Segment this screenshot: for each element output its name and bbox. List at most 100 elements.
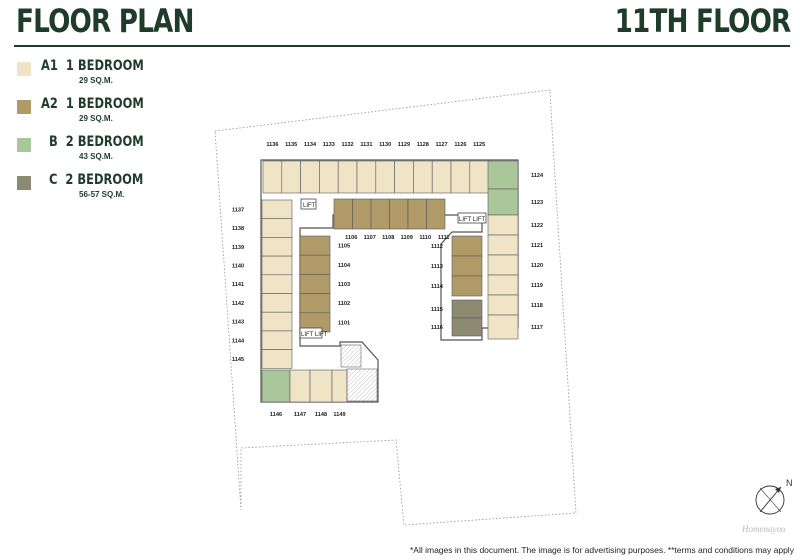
unit-block: [337, 160, 358, 194]
unit-number: 1147: [294, 412, 306, 418]
unit-number: 1146: [270, 412, 282, 418]
lift-core-bottom: [299, 327, 323, 339]
watermark-logo: Homenayoo: [742, 524, 786, 534]
unit-block: [375, 160, 395, 194]
unit-number: 1136: [266, 142, 278, 148]
legend-code: A1: [41, 58, 58, 74]
unit-number: 1101: [338, 320, 350, 326]
unit-number: 1104: [338, 263, 351, 269]
unit-block: [413, 160, 433, 194]
unit-block: [451, 299, 483, 319]
unit-number: 1141: [232, 282, 244, 288]
footer-disclaimer: *All images in this document. The image …: [410, 545, 794, 555]
unit-block: [299, 274, 331, 294]
unit-block: [487, 160, 519, 190]
unit-number: 1120: [531, 263, 543, 269]
lift-label-pair-bottom: LIFT LIFT: [301, 332, 328, 338]
unit-block: [299, 235, 331, 256]
unit-block: [261, 237, 293, 257]
legend-code: A2: [41, 96, 58, 112]
legend-item-a2: A2 1 BEDROOM 29 SQ.M.: [17, 96, 187, 134]
legend-swatch-b: [17, 138, 31, 152]
unit-block: [333, 198, 353, 230]
unit-block: [309, 369, 333, 403]
stair-core-bottom: [346, 368, 378, 402]
unit-number: 1111: [438, 235, 450, 241]
unit-block: [469, 160, 489, 194]
unit-block: [261, 218, 293, 238]
lift-core-left: [300, 198, 317, 210]
stair-core: [340, 344, 362, 368]
unit-block: [487, 214, 519, 236]
unit-block: [487, 234, 519, 256]
unit-number: 1114: [431, 284, 444, 290]
unit-number: 1126: [454, 142, 466, 148]
legend-code: B: [48, 134, 58, 150]
unit-number: 1130: [379, 142, 391, 148]
legend-type: 2 BEDROOM: [65, 134, 144, 150]
unit-block: [451, 255, 483, 277]
unit-number: 1113: [431, 264, 443, 270]
unit-block: [487, 294, 519, 316]
unit-number: 1108: [382, 235, 394, 241]
unit-block: [299, 293, 331, 314]
legend-code: C: [48, 172, 58, 188]
legend-swatch-a2: [17, 100, 31, 114]
unit-block: [487, 314, 519, 340]
unit-block: [407, 198, 427, 230]
unit-block: [289, 369, 311, 403]
legend-swatch-a1: [17, 62, 31, 76]
unit-number: 1121: [531, 243, 543, 249]
unit-number: 1142: [232, 301, 244, 307]
unit-number: 1135: [285, 142, 297, 148]
floor-title: 11TH FLOOR: [614, 2, 791, 40]
unit-number: 1149: [333, 412, 345, 418]
page-title: FLOOR PLAN: [16, 2, 195, 40]
unit-block: [487, 188, 519, 216]
unit-number: 1123: [531, 200, 543, 206]
legend: A1 1 BEDROOM 29 SQ.M. A2 1 BEDROOM 29 SQ…: [17, 58, 187, 210]
legend-size: 29 SQ.M.: [79, 76, 113, 85]
unit-block: [261, 199, 293, 220]
unit-number: 1139: [232, 245, 244, 251]
legend-item-b: B 2 BEDROOM 43 SQ.M.: [17, 134, 187, 172]
unit-block: [319, 160, 339, 194]
unit-blocks: [261, 160, 519, 403]
lift-label: LIFT: [303, 203, 316, 209]
unit-block: [487, 274, 519, 296]
unit-number: 1118: [531, 303, 543, 309]
unit-number: 1134: [304, 142, 317, 148]
legend-size: 43 SQ.M.: [79, 152, 113, 161]
unit-block: [261, 369, 291, 403]
unit-number: 1119: [531, 283, 543, 289]
lift-core-right: [457, 212, 487, 224]
unit-block: [262, 160, 283, 194]
unit-number: 1110: [419, 235, 431, 241]
unit-block: [261, 274, 293, 294]
unit-number: 1131: [360, 142, 372, 148]
unit-number: 1144: [232, 338, 245, 344]
unit-number: 1122: [531, 223, 543, 229]
unit-number: 1117: [531, 325, 543, 331]
unit-block: [451, 317, 483, 337]
unit-number: 1140: [232, 263, 244, 269]
unit-number: 1145: [232, 357, 244, 363]
legend-size: 56-57 SQ.M.: [79, 190, 125, 199]
unit-block: [450, 160, 471, 194]
unit-number: 1106: [345, 235, 357, 241]
legend-swatch-c: [17, 176, 31, 190]
unit-number: 1137: [232, 207, 244, 213]
legend-type: 1 BEDROOM: [65, 96, 144, 112]
unit-number: 1132: [342, 142, 354, 148]
unit-block: [451, 235, 483, 257]
unit-block: [261, 330, 293, 350]
unit-number: 1102: [338, 301, 350, 307]
unit-block: [370, 198, 390, 230]
unit-block: [331, 369, 348, 403]
unit-block: [394, 160, 414, 194]
unit-number: 1115: [431, 307, 443, 313]
legend-type: 2 BEDROOM: [65, 172, 144, 188]
unit-block: [261, 311, 293, 332]
